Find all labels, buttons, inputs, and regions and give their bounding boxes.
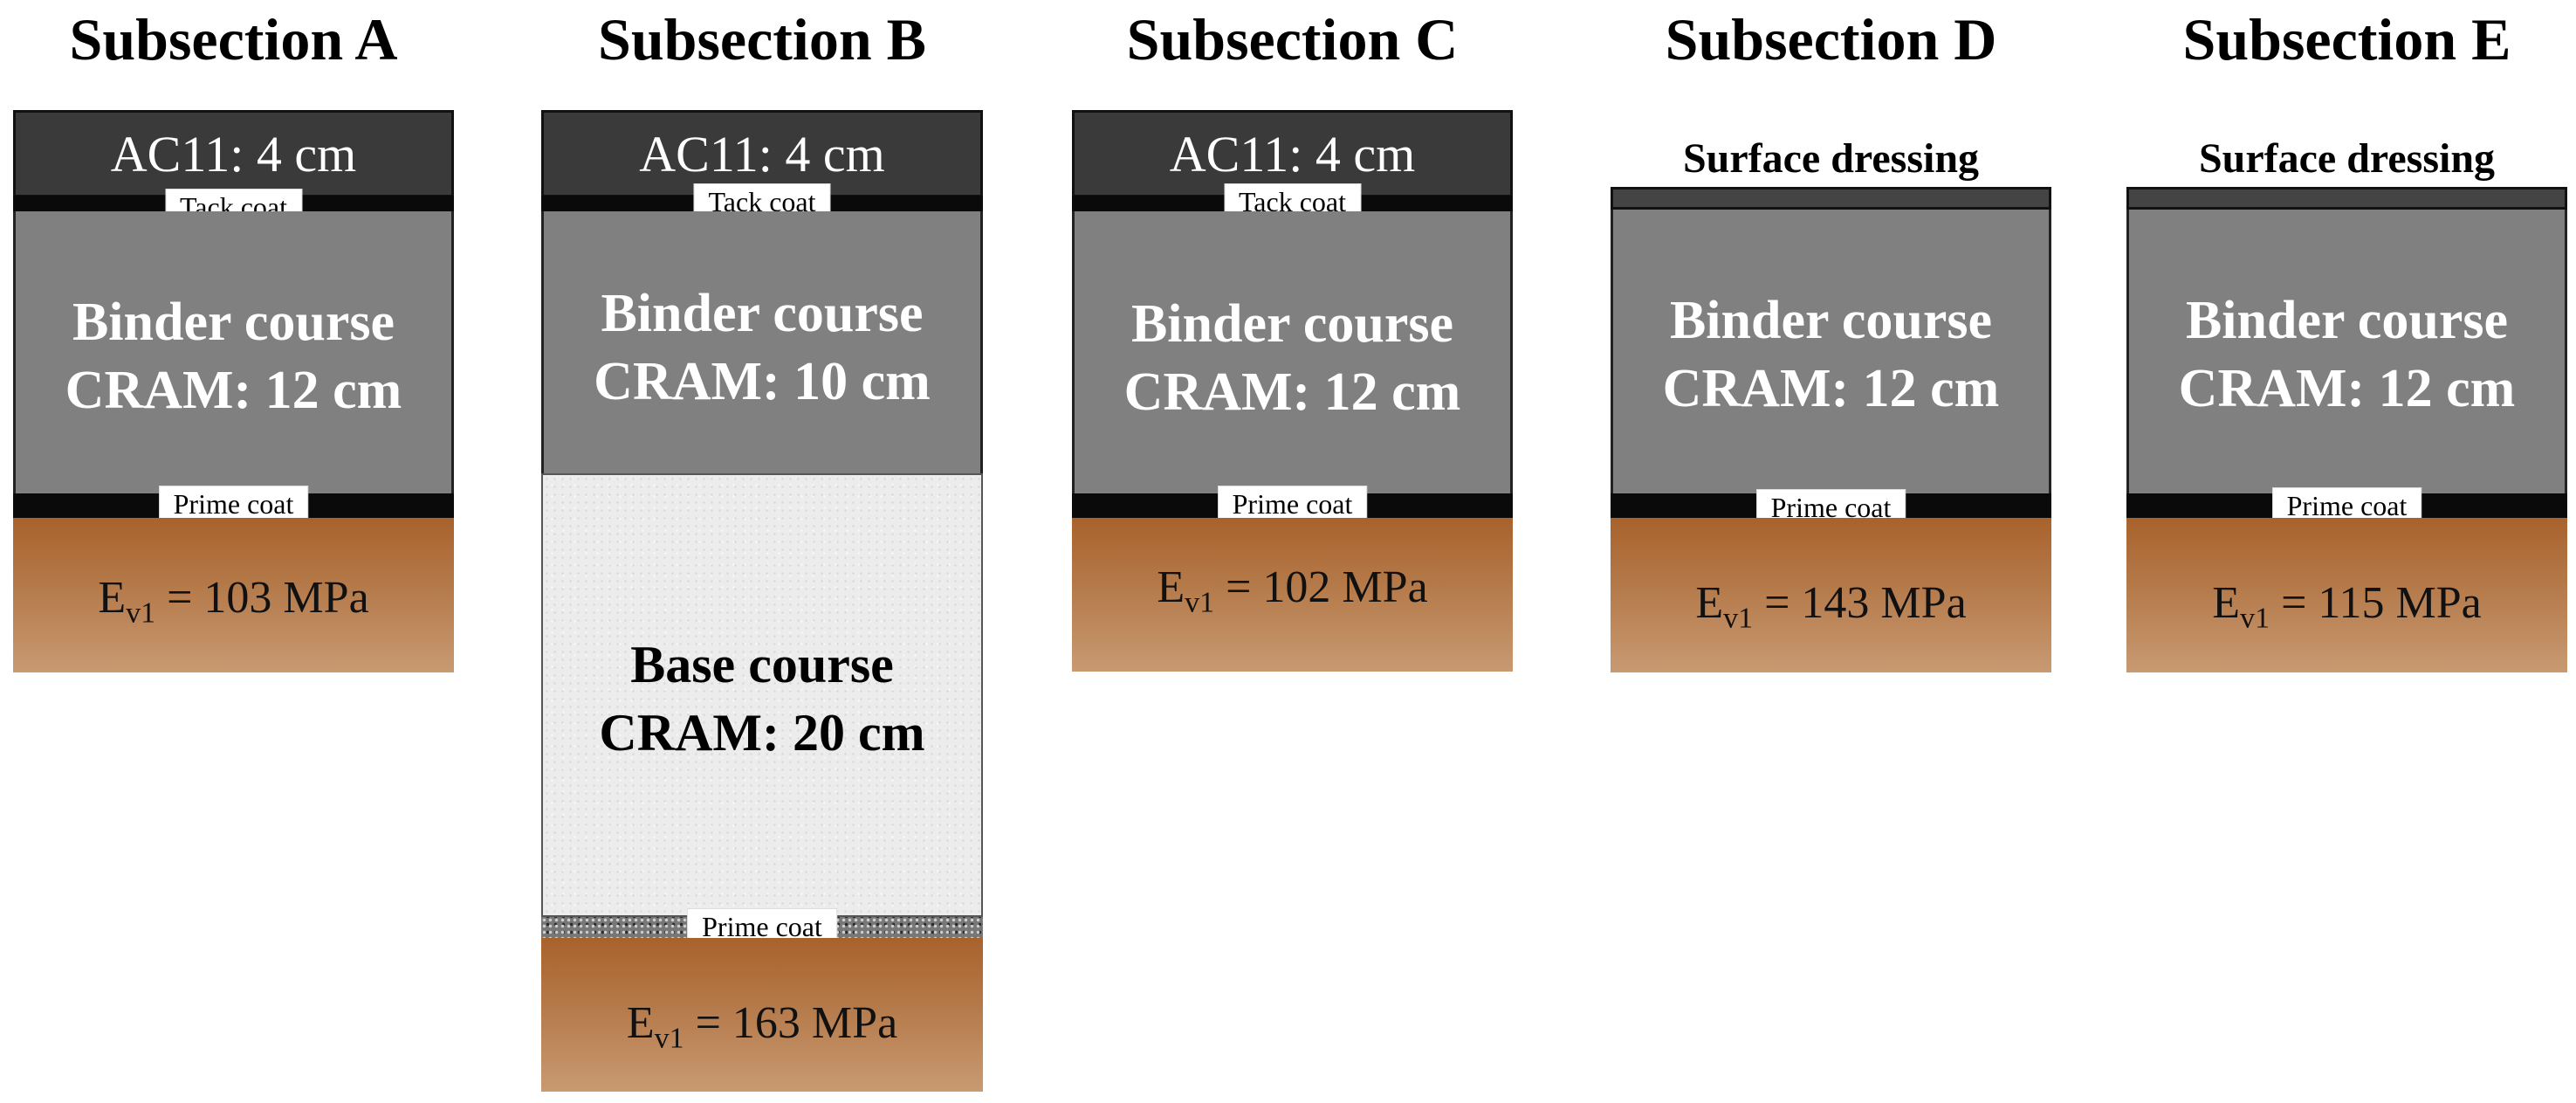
base-course-layer: Base course CRAM: 20 cm <box>541 473 983 917</box>
binder-course-thickness: CRAM: 10 cm <box>594 352 931 411</box>
subgrade-layer: Ev1 = 163 MPa <box>541 938 983 1092</box>
binder-course-name: Binder course <box>601 284 924 343</box>
binder-course-layer: Binder course CRAM: 12 cm <box>1611 210 2051 495</box>
binder-course-layer: Binder course CRAM: 12 cm <box>13 211 454 495</box>
binder-course-layer: Binder course CRAM: 10 cm <box>541 211 983 473</box>
binder-course-thickness: CRAM: 12 cm <box>1662 359 2000 418</box>
binder-course-thickness: CRAM: 12 cm <box>2178 359 2516 418</box>
binder-course-text: Binder course CRAM: 12 cm <box>16 288 451 424</box>
surface-dressing-layer <box>1611 187 2051 210</box>
subsection-title: Subsection A <box>69 6 398 72</box>
binder-course-name: Binder course <box>1130 294 1454 354</box>
ac11-layer: AC11: 4 cm <box>541 110 983 197</box>
binder-course-text: Binder course CRAM: 12 cm <box>2129 286 2565 423</box>
subsection-title: Subsection B <box>598 6 926 72</box>
ac11-label: AC11: 4 cm <box>639 126 885 183</box>
binder-course-text: Binder course CRAM: 10 cm <box>544 279 980 416</box>
binder-course-name: Binder course <box>72 293 395 352</box>
binder-course-layer: Binder course CRAM: 12 cm <box>2126 210 2567 495</box>
subgrade-modulus: Ev1 = 163 MPa <box>626 998 898 1055</box>
base-course-thickness: CRAM: 20 cm <box>599 704 925 762</box>
ac11-label: AC11: 4 cm <box>1169 126 1416 183</box>
binder-course-thickness: CRAM: 12 cm <box>65 361 402 420</box>
subsection-title: Subsection E <box>2182 6 2511 72</box>
prime-coat-label: Prime coat <box>1217 486 1368 523</box>
binder-course-name: Binder course <box>1669 291 1993 350</box>
subgrade-layer: Ev1 = 143 MPa <box>1611 518 2051 672</box>
surface-dressing-layer <box>2126 187 2567 210</box>
ac11-label: AC11: 4 cm <box>110 126 357 183</box>
ac11-layer: AC11: 4 cm <box>1072 110 1513 197</box>
subgrade-layer: Ev1 = 102 MPa <box>1072 518 1513 672</box>
binder-course-text: Binder course CRAM: 12 cm <box>1075 290 1510 426</box>
surface-dressing-label: Surface dressing <box>1682 135 1980 182</box>
binder-course-layer: Binder course CRAM: 12 cm <box>1072 211 1513 495</box>
base-course-name: Base course <box>630 636 894 693</box>
subsection-title: Subsection D <box>1665 6 1997 72</box>
binder-course-text: Binder course CRAM: 12 cm <box>1613 286 2049 423</box>
subgrade-layer: Ev1 = 103 MPa <box>13 518 454 672</box>
binder-course-thickness: CRAM: 12 cm <box>1123 362 1461 422</box>
prime-coat-label: Prime coat <box>158 486 309 523</box>
surface-dressing-label: Surface dressing <box>2198 135 2496 182</box>
subgrade-modulus: Ev1 = 102 MPa <box>1157 562 1428 619</box>
subgrade-modulus: Ev1 = 143 MPa <box>1695 578 1967 635</box>
subgrade-layer: Ev1 = 115 MPa <box>2126 518 2567 672</box>
subsection-title: Subsection C <box>1126 6 1459 72</box>
subgrade-modulus: Ev1 = 103 MPa <box>98 573 369 630</box>
subgrade-modulus: Ev1 = 115 MPa <box>2212 578 2482 635</box>
ac11-layer: AC11: 4 cm <box>13 110 454 197</box>
base-course-text: Base course CRAM: 20 cm <box>543 631 981 767</box>
binder-course-name: Binder course <box>2185 291 2509 350</box>
